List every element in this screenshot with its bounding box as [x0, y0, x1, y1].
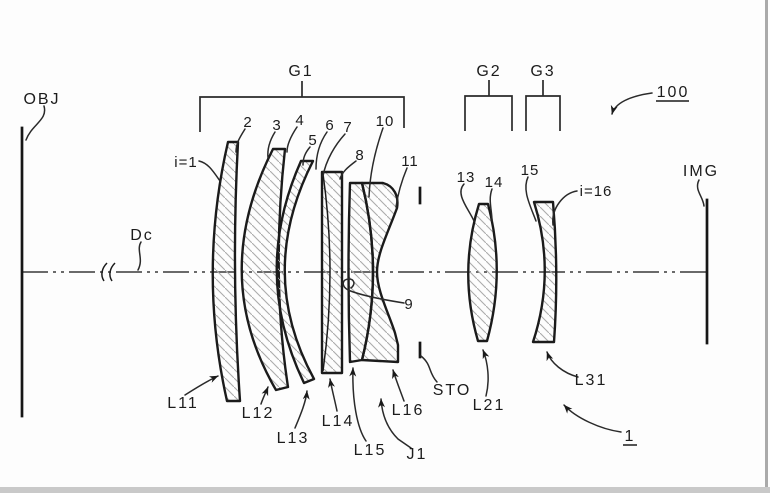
- label-l13: L13: [277, 430, 310, 447]
- leader-surface-9: [342, 278, 405, 304]
- label-surface-10: 10: [376, 113, 395, 130]
- leader-surface-5: [302, 146, 311, 166]
- leader-surface-3: [267, 131, 276, 159]
- label-i16: i=16: [580, 183, 613, 200]
- group-bracket-g2: [464, 80, 513, 131]
- leader-i1: [198, 160, 221, 182]
- group-bracket-g3: [525, 80, 561, 131]
- leader-surface-10: [368, 127, 384, 198]
- arrow-l14: [328, 378, 338, 412]
- label-l31: L31: [575, 372, 608, 389]
- label-l11: L11: [167, 395, 199, 412]
- label-surface-5: 5: [308, 132, 317, 149]
- label-g1: G1: [288, 63, 313, 80]
- label-surface-2: 2: [243, 114, 252, 131]
- leader-i16: [552, 190, 578, 226]
- label-l12: L12: [242, 405, 275, 422]
- lens-l14: [320, 170, 344, 375]
- label-l15: L15: [354, 442, 387, 459]
- axis-break-mark: [101, 262, 116, 282]
- arrow-reference-100: [610, 92, 653, 115]
- label-surface-7: 7: [343, 119, 352, 136]
- leader-surface-7: [322, 133, 346, 177]
- label-surface-11: 11: [401, 153, 419, 170]
- arrow-l13: [294, 390, 310, 429]
- arrow-j1: [378, 398, 412, 449]
- leader-surface-11: [395, 167, 408, 208]
- label-l16: L16: [392, 402, 425, 419]
- leader-img: [696, 179, 705, 207]
- leader-surface-15: [525, 176, 537, 222]
- leader-obj: [25, 105, 46, 141]
- leader-dc: [137, 241, 142, 271]
- arrow-reference-1: [563, 404, 622, 433]
- label-dc: Dc: [130, 227, 154, 244]
- group-bracket-g1: [199, 81, 405, 132]
- leader-surface-6: [315, 131, 328, 170]
- label-obj: OBJ: [23, 91, 60, 108]
- label-surface-8: 8: [355, 147, 364, 164]
- arrow-l31: [546, 351, 579, 378]
- lens-l11: [211, 140, 242, 403]
- label-img: IMG: [683, 163, 719, 180]
- screen-right-border: [765, 0, 768, 488]
- label-surface-9: 9: [404, 296, 413, 313]
- arrow-l11: [184, 375, 219, 396]
- label-j1: J1: [407, 446, 428, 463]
- screen-bottom-border: [0, 487, 770, 493]
- label-surface-4: 4: [295, 112, 304, 129]
- leader-surface-2: [235, 128, 246, 153]
- label-surface-6: 6: [325, 117, 334, 134]
- arrow-l12: [260, 386, 269, 405]
- lens-l12: [240, 147, 290, 392]
- label-surface-13: 13: [457, 169, 476, 186]
- label-sto: STO: [433, 382, 472, 399]
- label-reference-100: 100: [657, 84, 690, 101]
- label-reference-1: 1: [625, 428, 636, 445]
- label-i1: i=1: [174, 154, 197, 171]
- label-surface-14: 14: [485, 174, 504, 191]
- label-g3: G3: [530, 63, 555, 80]
- arrow-l15: [349, 367, 367, 442]
- arrow-l16: [392, 369, 405, 402]
- leader-surface-13: [460, 183, 475, 222]
- lens-l31: [531, 200, 558, 344]
- leader-surface-8: [339, 160, 357, 180]
- label-g2: G2: [476, 63, 501, 80]
- label-l14: L14: [322, 413, 355, 430]
- arrow-l21: [482, 349, 490, 397]
- label-surface-15: 15: [521, 162, 540, 179]
- leader-sto: [420, 355, 438, 383]
- lens-l13: [275, 159, 316, 385]
- label-l21: L21: [473, 397, 506, 414]
- lens-l21: [467, 202, 498, 343]
- leader-surface-14: [489, 188, 493, 222]
- label-surface-3: 3: [272, 117, 281, 134]
- leader-surface-4: [286, 126, 298, 153]
